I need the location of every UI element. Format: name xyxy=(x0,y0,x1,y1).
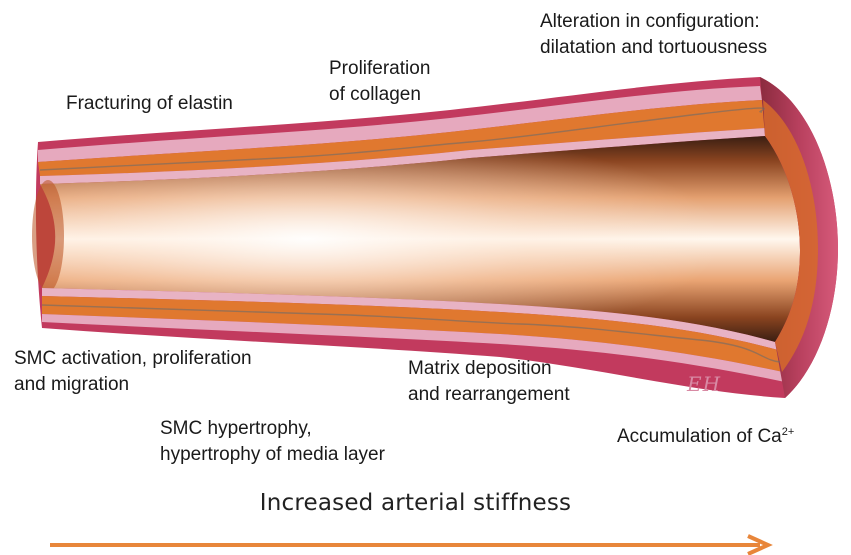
label-text: of collagen xyxy=(329,82,430,108)
label-text: Proliferation xyxy=(329,56,430,82)
label-text: and migration xyxy=(14,372,252,398)
label-text: SMC hypertrophy, xyxy=(160,416,385,442)
label-matrix-deposition: Matrix deposition and rearrangement xyxy=(408,356,570,408)
label-text: Matrix deposition xyxy=(408,356,570,382)
label-superscript: 2+ xyxy=(782,426,795,438)
label-smc-activation: SMC activation, proliferation and migrat… xyxy=(14,346,252,398)
label-text: Alteration in configuration: xyxy=(540,9,767,35)
artist-signature: EH xyxy=(687,372,721,396)
label-proliferation-collagen: Proliferation of collagen xyxy=(329,56,430,108)
label-fracturing-elastin: Fracturing of elastin xyxy=(66,91,233,117)
title-text: Increased arterial stiffness xyxy=(260,490,571,516)
label-text: SMC activation, proliferation xyxy=(14,346,252,372)
label-calcium-accumulation: Accumulation of Ca2+ xyxy=(617,424,794,450)
label-smc-hypertrophy: SMC hypertrophy, hypertrophy of media la… xyxy=(160,416,385,468)
stiffness-title: Increased arterial stiffness xyxy=(0,490,851,516)
label-text: Accumulation of Ca xyxy=(617,426,782,447)
label-text: Fracturing of elastin xyxy=(66,91,233,117)
lumen-opening xyxy=(32,180,64,292)
label-text: and rearrangement xyxy=(408,382,570,408)
label-text: dilatation and tortuousness xyxy=(540,35,767,61)
label-text: hypertrophy of media layer xyxy=(160,442,385,468)
label-alteration-configuration: Alteration in configuration: dilatation … xyxy=(540,9,767,61)
